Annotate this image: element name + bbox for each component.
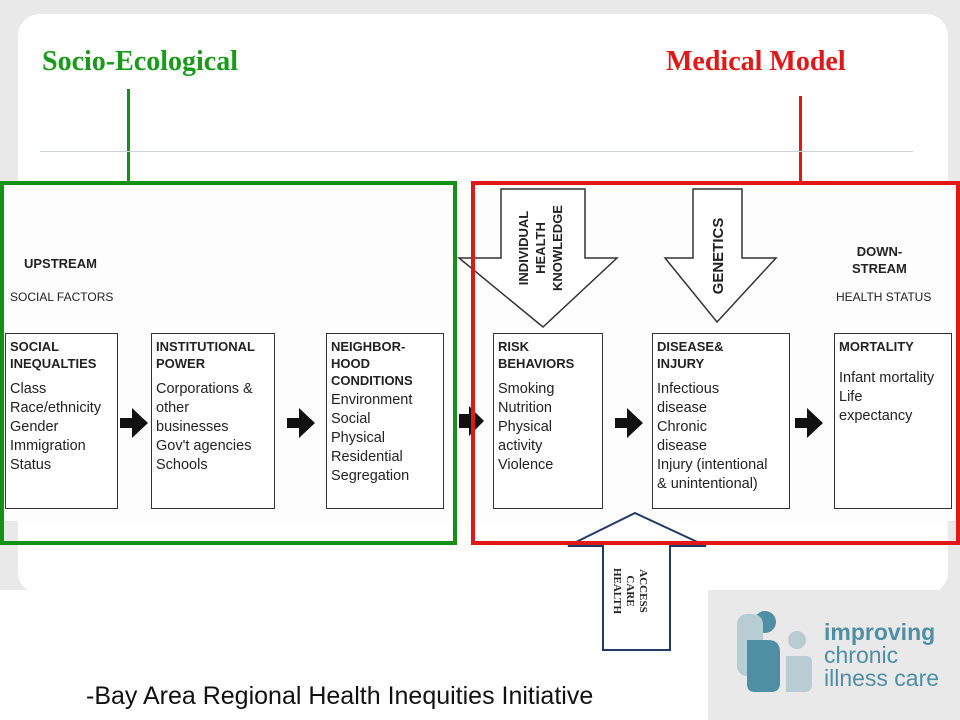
access-label-line3: ACCESS [637,569,649,612]
logo-text-line2: chronic [824,642,899,668]
flow-arrow-icon [615,408,643,438]
socio-ecological-frame [0,181,457,545]
social-factors-label: SOCIAL FACTORS [10,290,114,304]
flow-arrow-icon [120,408,148,438]
box-body: Environment Social Physical Residential … [331,392,413,484]
box-title: SOCIAL INEQUALTIES [10,339,97,371]
medical-model-frame [471,181,960,545]
box-title: DISEASE& INJURY [657,339,724,371]
flow-arrow-icon [795,408,823,438]
box-neighborhood-conditions: NEIGHBOR- HOOD CONDITIONS Environment So… [326,333,444,509]
knowledge-label-line1: INDIVIDUAL [516,211,531,285]
box-body: Smoking Nutrition Physical activity Viol… [498,381,555,473]
box-title: MORTALITY [839,339,914,354]
knowledge-label-line2: HEALTH [533,222,548,274]
socio-connector-line [127,89,130,182]
title-divider [40,151,913,152]
box-risk-behaviors: RISK BEHAVIORS Smoking Nutrition Physica… [493,333,603,509]
socio-ecological-heading: Socio-Ecological [42,46,238,77]
upstream-label: UPSTREAM [24,256,97,271]
access-arrow-icon [567,511,707,651]
logo-text-line1: improving [824,619,936,645]
knowledge-label-line3: KNOWLEDGE [550,205,565,291]
box-body: Corporations & other businesses Gov't ag… [156,381,253,473]
health-status-label: HEALTH STATUS [836,290,932,304]
footer-background [0,590,708,720]
medical-model-heading: Medical Model [666,46,846,77]
box-title: NEIGHBOR- HOOD CONDITIONS [331,339,413,388]
box-institutional-power: INSTITUTIONAL POWER Corporations & other… [151,333,275,509]
flow-arrow-icon [287,408,315,438]
box-title: RISK BEHAVIORS [498,339,575,371]
box-social-inequalities: SOCIAL INEQUALTIES Class Race/ethnicity … [5,333,118,509]
box-disease-injury: DISEASE& INJURY Infectious disease Chron… [652,333,790,509]
box-body: Infant mortality Life expectancy [839,370,935,424]
source-credit: -Bay Area Regional Health Inequities Ini… [86,682,594,710]
knowledge-arrow-icon [456,188,619,328]
genetics-arrow-icon [663,188,778,324]
box-mortality: MORTALITY Infant mortality Life expectan… [834,333,952,509]
medical-connector-line [799,96,802,182]
access-label-line1: HEALTH [611,568,623,615]
box-body: Infectious disease Chronic disease Injur… [657,381,768,492]
box-body: Class Race/ethnicity Gender Immigration … [10,381,102,473]
box-title: INSTITUTIONAL POWER [156,339,255,371]
access-label-line2: CARE [624,575,636,606]
downstream-label: DOWN- STREAM [852,244,907,276]
logo-text-line3: illness care [824,665,940,691]
genetics-label: GENETICS [710,218,727,295]
